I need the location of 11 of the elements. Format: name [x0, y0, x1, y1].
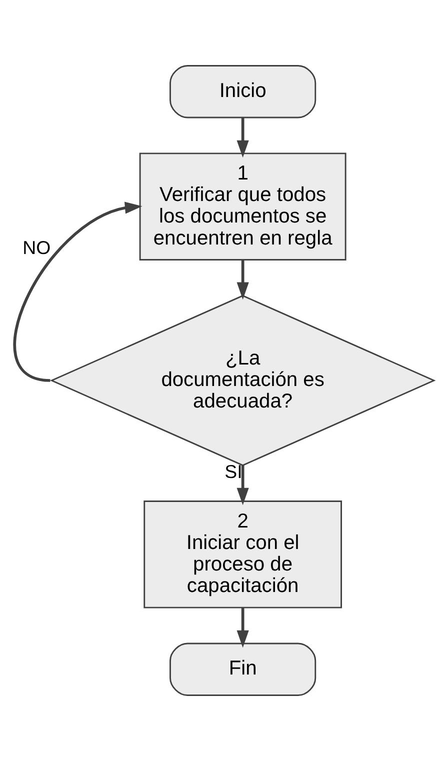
node-box: Fin: [170, 642, 316, 696]
node-box: 2 Iniciar con el proceso de capacitación: [144, 500, 342, 608]
edge-label: NO: [22, 236, 51, 258]
arrow: [236, 117, 249, 158]
arrow: [14, 201, 142, 382]
arrow: [236, 464, 249, 505]
arrow: [236, 259, 249, 300]
node-box: 1 Verificar que todos los documentos se encuentren en regla: [139, 152, 346, 260]
node-diamond: ¿La documentación es adecuada?: [50, 294, 436, 466]
arrow: [236, 607, 249, 648]
node-box: Inicio: [170, 64, 316, 118]
